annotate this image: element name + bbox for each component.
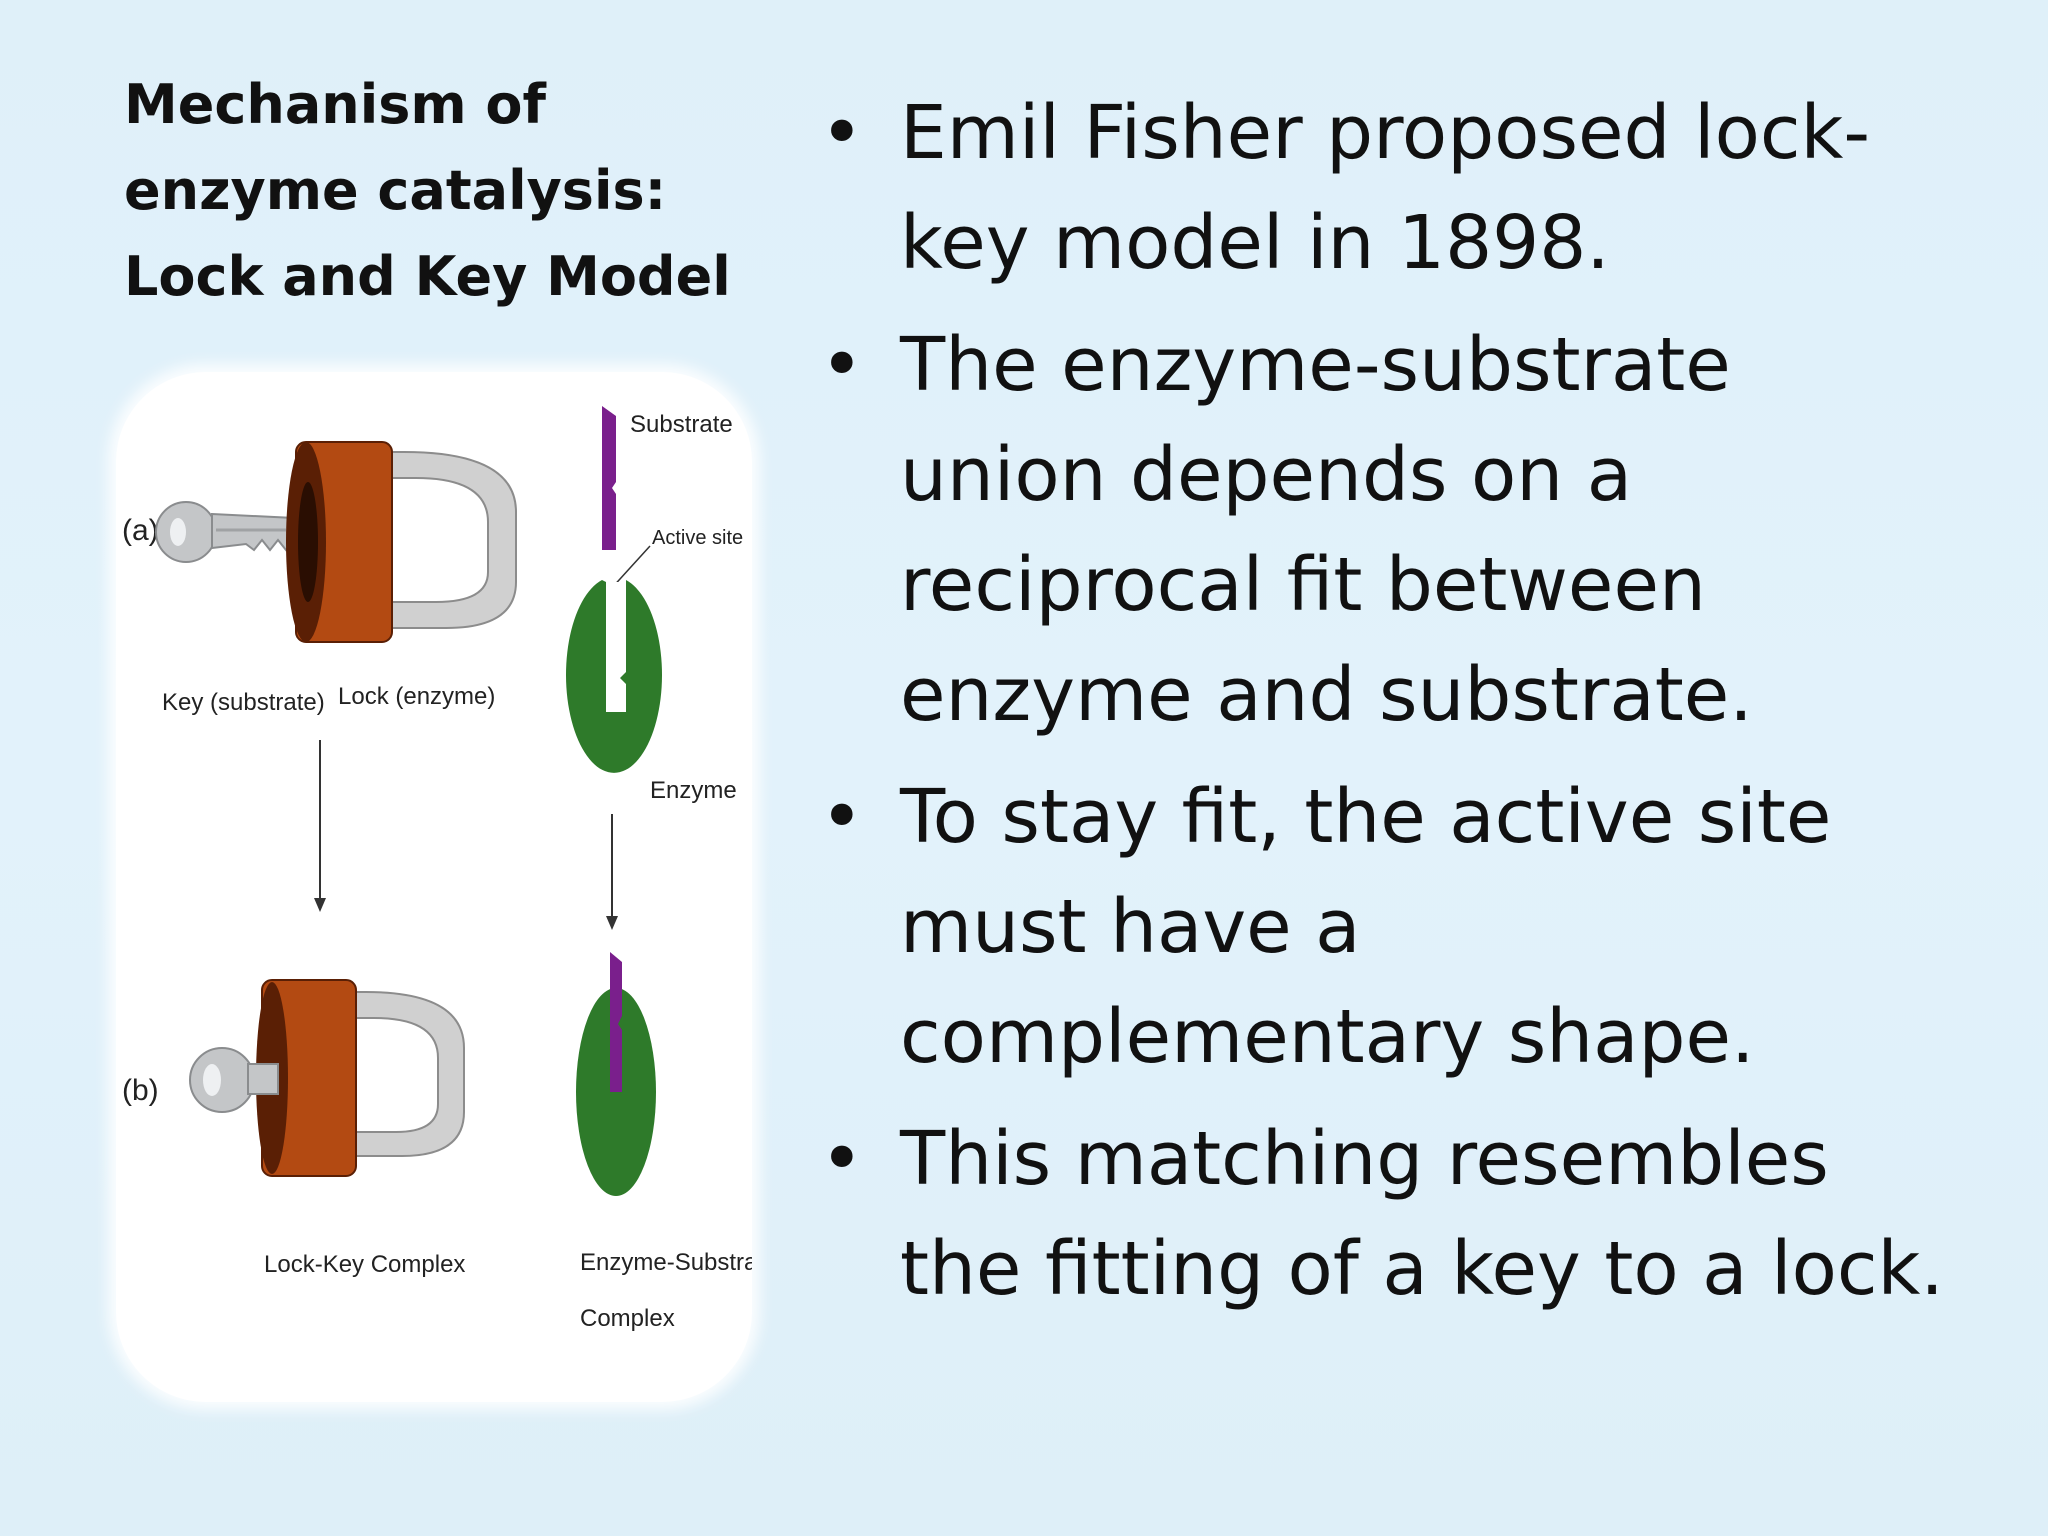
- enzyme-substrate-complex-icon: [576, 952, 656, 1196]
- key-substrate-label: Key (substrate): [162, 689, 325, 716]
- bullet-line: The enzyme-substrate: [900, 322, 1731, 408]
- bullet-line: Emil Fisher proposed lock-: [900, 90, 1871, 176]
- bullet-item: • The enzyme-substrate union depends on …: [820, 310, 2020, 750]
- active-site-label: Active site: [652, 527, 743, 549]
- panel-a-label: (a): [122, 514, 159, 547]
- bullet-dot: •: [820, 1116, 864, 1202]
- substrate-shape: [602, 406, 616, 550]
- bullet-item: • Emil Fisher proposed lock- key model i…: [820, 78, 2020, 298]
- bullet-list: • Emil Fisher proposed lock- key model i…: [820, 78, 2020, 1336]
- lock-enzyme-label: Lock (enzyme): [338, 683, 495, 710]
- bullet-item: • This matching resembles the fitting of…: [820, 1104, 2020, 1324]
- key-icon: [155, 501, 295, 563]
- bullet-dot: •: [820, 774, 864, 860]
- slide-title: Mechanism of enzyme catalysis: Lock and …: [124, 62, 764, 320]
- bullet-dot: •: [820, 322, 864, 408]
- bullet-dot: •: [820, 90, 864, 176]
- bullet-line: union depends on a: [900, 432, 1633, 518]
- bullet-line: This matching resembles: [900, 1116, 1829, 1202]
- lock-icon: [286, 441, 517, 643]
- arrow-down-icon: [314, 740, 326, 912]
- es-complex-label-line-2: Complex: [580, 1305, 675, 1332]
- bullet-item: • To stay fit, the active site must have…: [820, 762, 2020, 1092]
- bullet-line: reciprocal fit between: [900, 542, 1706, 628]
- bullet-line: To stay fit, the active site: [900, 774, 1832, 860]
- panel-b-label: (b): [122, 1074, 159, 1107]
- lock-key-figure: (a) (b) Key (substrate) Lock (enzyme) Su…: [116, 372, 752, 1402]
- bullet-line: complementary shape.: [900, 994, 1755, 1080]
- enzyme-shape: [566, 580, 662, 773]
- title-line-3: Lock and Key Model: [124, 245, 731, 308]
- es-complex-label-line-1: Enzyme-Substrate: [580, 1249, 752, 1276]
- title-line-2: enzyme catalysis:: [124, 159, 667, 222]
- arrow-down-icon: [606, 814, 618, 930]
- lock-key-complex-icon: [189, 979, 465, 1177]
- bullet-line: must have a: [900, 884, 1361, 970]
- substrate-label: Substrate: [630, 411, 733, 438]
- bullet-line: the fitting of a key to a lock.: [900, 1226, 1944, 1312]
- bullet-line: enzyme and substrate.: [900, 652, 1753, 738]
- bullet-line: key model in 1898.: [900, 200, 1610, 286]
- enzyme-label: Enzyme: [650, 777, 737, 804]
- lock-key-diagram: (a) (b) Key (substrate) Lock (enzyme) Su…: [122, 406, 752, 1332]
- title-line-1: Mechanism of: [124, 73, 547, 136]
- lock-key-complex-label: Lock-Key Complex: [264, 1251, 465, 1278]
